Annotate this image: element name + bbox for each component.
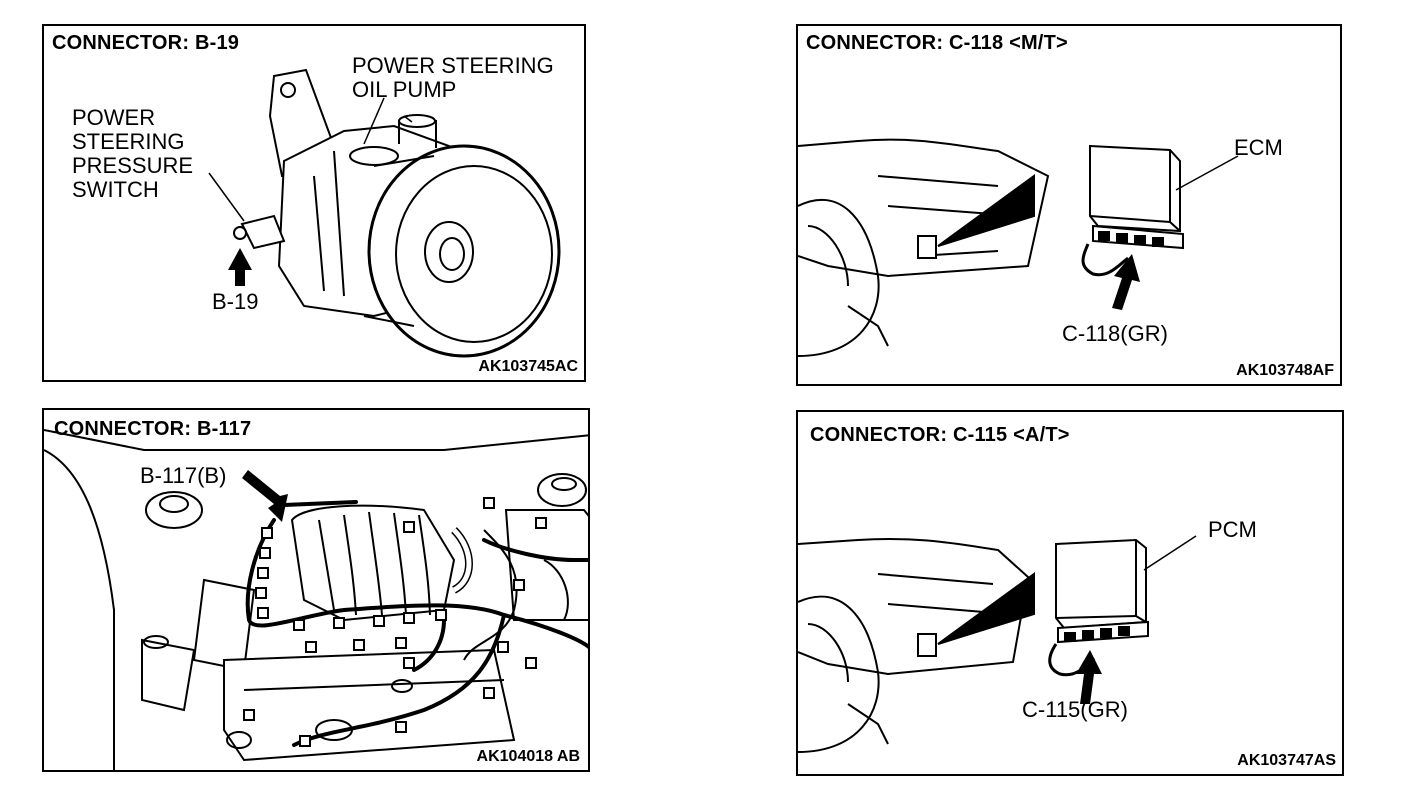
connector-label: B-117(B) (140, 463, 227, 488)
panel-title: CONNECTOR: B-117 (54, 418, 252, 440)
dashboard-pcm-illustration (798, 412, 1344, 776)
switch-label-line1: POWER (72, 105, 156, 130)
ecm-label: ECM (1234, 135, 1283, 160)
arrow-up-icon (1076, 650, 1102, 704)
pump-label-line1: POWER STEERING (352, 53, 554, 78)
dashboard-ecm-illustration (798, 26, 1342, 386)
arrow-up-icon (228, 248, 252, 286)
switch-label-line3: PRESSURE (72, 153, 194, 178)
panel-connector-c118: CONNECTOR: C-118 <M/T> (796, 24, 1342, 386)
connector-label: C-118(GR) (1062, 321, 1168, 346)
power-steering-pump-illustration (44, 26, 586, 382)
arrow-up-icon (1112, 254, 1140, 310)
switch-label-line2: STEERING (72, 129, 185, 154)
figure-code: AK103745AC (478, 358, 578, 375)
engine-bay-harness-illustration (44, 410, 588, 772)
panel-title: CONNECTOR: C-115 <A/T> (810, 424, 1070, 446)
arrow-down-right-icon (242, 470, 288, 522)
panel-title: CONNECTOR: C-118 <M/T> (806, 32, 1068, 54)
connector-label: B-19 (212, 289, 259, 314)
connector-label: C-115(GR) (1022, 697, 1128, 722)
pump-label-line2: OIL PUMP (352, 77, 457, 102)
panel-connector-c115: CONNECTOR: C-115 <A/T> (796, 410, 1344, 776)
panel-connector-b117: CONNECTOR: B-117 (42, 408, 590, 772)
switch-label-line4: SWITCH (72, 177, 159, 202)
panel-connector-b19: CONNECTOR: B-19 (42, 24, 586, 382)
figure-code: AK103747AS (1237, 752, 1336, 769)
panel-title: CONNECTOR: B-19 (52, 32, 240, 54)
pcm-label: PCM (1208, 517, 1257, 542)
figure-code: AK103748AF (1236, 362, 1334, 379)
figure-code: AK104018 AB (474, 748, 582, 766)
